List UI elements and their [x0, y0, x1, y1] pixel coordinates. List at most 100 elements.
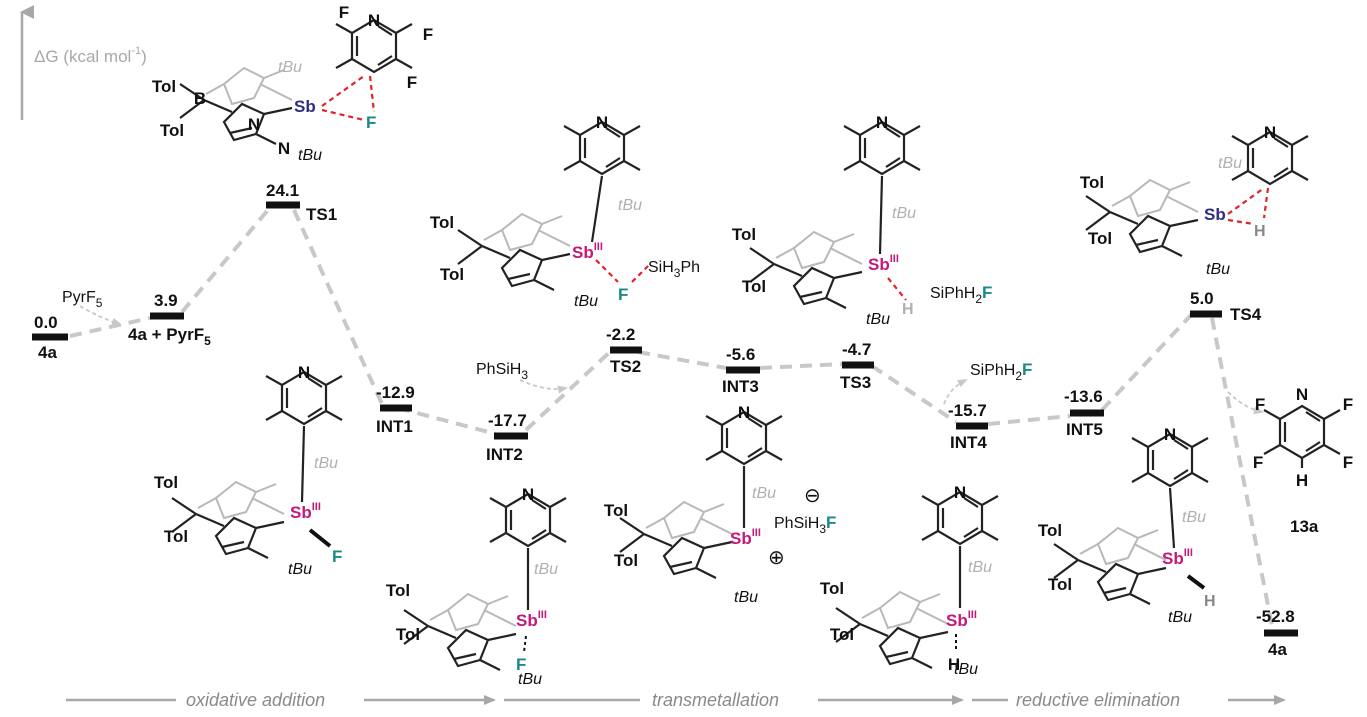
svg-text:Tol: Tol: [604, 501, 628, 520]
level-value: -5.6: [726, 345, 755, 364]
svg-text:N: N: [1296, 385, 1308, 404]
svg-text:F: F: [1343, 395, 1353, 414]
svg-text:N: N: [278, 139, 290, 158]
level-value: -13.6: [1064, 387, 1103, 406]
phase-arrows: oxidative addition transmetallation redu…: [66, 690, 1286, 710]
svg-text:F: F: [339, 3, 349, 22]
svg-text:F: F: [1343, 453, 1353, 472]
svg-text:Tol: Tol: [1080, 173, 1104, 192]
svg-text:F: F: [516, 655, 526, 674]
phase-label: transmetallation: [652, 690, 779, 710]
svg-text:Tol: Tol: [160, 121, 184, 140]
phase-label: reductive elimination: [1016, 690, 1180, 710]
structure-TS3: SbIII Tol Tol N tBu tBu H SiPhH2F: [732, 113, 993, 328]
svg-text:Tol: Tol: [614, 551, 638, 570]
svg-text:F: F: [1255, 395, 1265, 414]
level-label: TS3: [840, 373, 871, 392]
level-label: 4a + PyrF5: [128, 325, 211, 348]
svg-text:tBu: tBu: [866, 311, 890, 328]
level-value: -4.7: [842, 340, 871, 359]
svg-text:tBu: tBu: [314, 455, 338, 472]
svg-text:N: N: [1264, 123, 1276, 142]
svg-text:Tol: Tol: [830, 625, 854, 644]
svg-text:Tol: Tol: [820, 579, 844, 598]
energy-level-INT4: -15.7 INT4: [948, 401, 988, 452]
svg-text:Tol: Tol: [1048, 575, 1072, 594]
svg-text:tBu: tBu: [288, 561, 312, 578]
level-label: INT5: [1066, 420, 1103, 439]
reagent-pyrf5: PyrF5: [62, 289, 122, 326]
svg-text:H: H: [1204, 593, 1216, 610]
structure-TS2: SbIII Tol Tol N tBu tBu F SiH3Ph: [430, 113, 700, 310]
svg-text:tBu: tBu: [752, 485, 776, 502]
structure-INT4: SbIII Tol Tol N tBu tBu H: [820, 483, 1000, 678]
energy-level-INT5: -13.6 INT5: [1064, 387, 1104, 439]
structure-INT2: SbIII Tol Tol N tBu tBu F: [386, 485, 568, 688]
svg-text:N: N: [1164, 425, 1176, 444]
svg-text:N: N: [248, 115, 260, 134]
level-label: TS2: [610, 357, 641, 376]
structure-TS1: Sb Tol Tol B N N tBu tBu N F F F F: [152, 3, 433, 164]
level-value: 0.0: [34, 313, 58, 332]
svg-text:PhSiH3F: PhSiH3F: [774, 513, 836, 536]
product-label: 13a: [1290, 517, 1319, 536]
svg-text:SbIII: SbIII: [516, 609, 547, 630]
level-label: INT1: [376, 417, 413, 436]
svg-text:Tol: Tol: [152, 77, 176, 96]
energy-level-4a-end: -52.8 4a: [1256, 607, 1298, 659]
svg-text:⊖: ⊖: [804, 485, 821, 507]
svg-text:SbIII: SbIII: [1162, 547, 1193, 568]
structure-INT3: SbIII Tol Tol N tBu tBu ⊕ ⊖ PhSiH3F: [604, 403, 837, 606]
svg-text:N: N: [298, 363, 310, 382]
svg-text:Tol: Tol: [440, 265, 464, 284]
svg-text:Sb: Sb: [1204, 205, 1226, 224]
svg-text:SbIII: SbIII: [290, 501, 321, 522]
svg-text:H: H: [1254, 223, 1266, 240]
svg-text:tBu: tBu: [618, 197, 642, 214]
structure-INT1: SbIII Tol Tol N tBu tBu F: [154, 363, 344, 578]
svg-text:Tol: Tol: [386, 581, 410, 600]
svg-text:F: F: [423, 25, 433, 44]
svg-text:tBu: tBu: [518, 671, 542, 688]
svg-text:SbIII: SbIII: [572, 241, 603, 262]
svg-text:F: F: [407, 73, 417, 92]
svg-text:SbIII: SbIII: [946, 609, 977, 630]
level-label: 4a: [38, 343, 57, 362]
svg-text:B: B: [194, 89, 206, 108]
svg-text:SiH3Ph: SiH3Ph: [648, 259, 700, 280]
energy-level-complex: 3.9 4a + PyrF5: [128, 291, 211, 348]
svg-text:⊕: ⊕: [768, 547, 785, 569]
energy-level-TS2: -2.2 TS2: [606, 325, 642, 376]
energy-level-INT2: -17.7 INT2: [486, 411, 528, 464]
axis-label: ΔG (kcal mol-1): [34, 45, 147, 66]
phase-label: oxidative addition: [186, 690, 325, 710]
structure-INT5: SbIII Tol Tol N tBu tBu H: [1038, 425, 1216, 626]
level-value: -17.7: [488, 411, 527, 430]
energy-level-INT1: -12.9 INT1: [376, 383, 415, 436]
svg-text:N: N: [738, 403, 750, 422]
svg-text:F: F: [618, 285, 628, 304]
svg-text:H: H: [948, 655, 960, 674]
level-value: -15.7: [948, 401, 987, 420]
reagent-product-arrow: [1227, 391, 1264, 415]
svg-text:F: F: [366, 113, 376, 132]
level-label: 4a: [1268, 640, 1287, 659]
level-value: 3.9: [154, 291, 178, 310]
level-label: TS1: [306, 205, 337, 224]
svg-text:Tol: Tol: [732, 225, 756, 244]
svg-text:tBu: tBu: [298, 147, 322, 164]
reagent-phsih3: PhSiH3: [476, 361, 568, 394]
svg-text:Tol: Tol: [154, 473, 178, 492]
svg-text:Tol: Tol: [164, 527, 188, 546]
pathway-connectors: [69, 208, 1274, 627]
svg-text:Tol: Tol: [1088, 229, 1112, 248]
svg-text:F: F: [1253, 453, 1263, 472]
svg-text:tBu: tBu: [968, 559, 992, 576]
svg-text:SbIII: SbIII: [868, 253, 899, 274]
level-label: TS4: [1230, 305, 1262, 324]
svg-text:H: H: [1296, 471, 1308, 490]
svg-text:N: N: [522, 485, 534, 504]
svg-text:N: N: [954, 483, 966, 502]
svg-text:tBu: tBu: [954, 661, 978, 678]
svg-text:PyrF5: PyrF5: [62, 289, 103, 310]
